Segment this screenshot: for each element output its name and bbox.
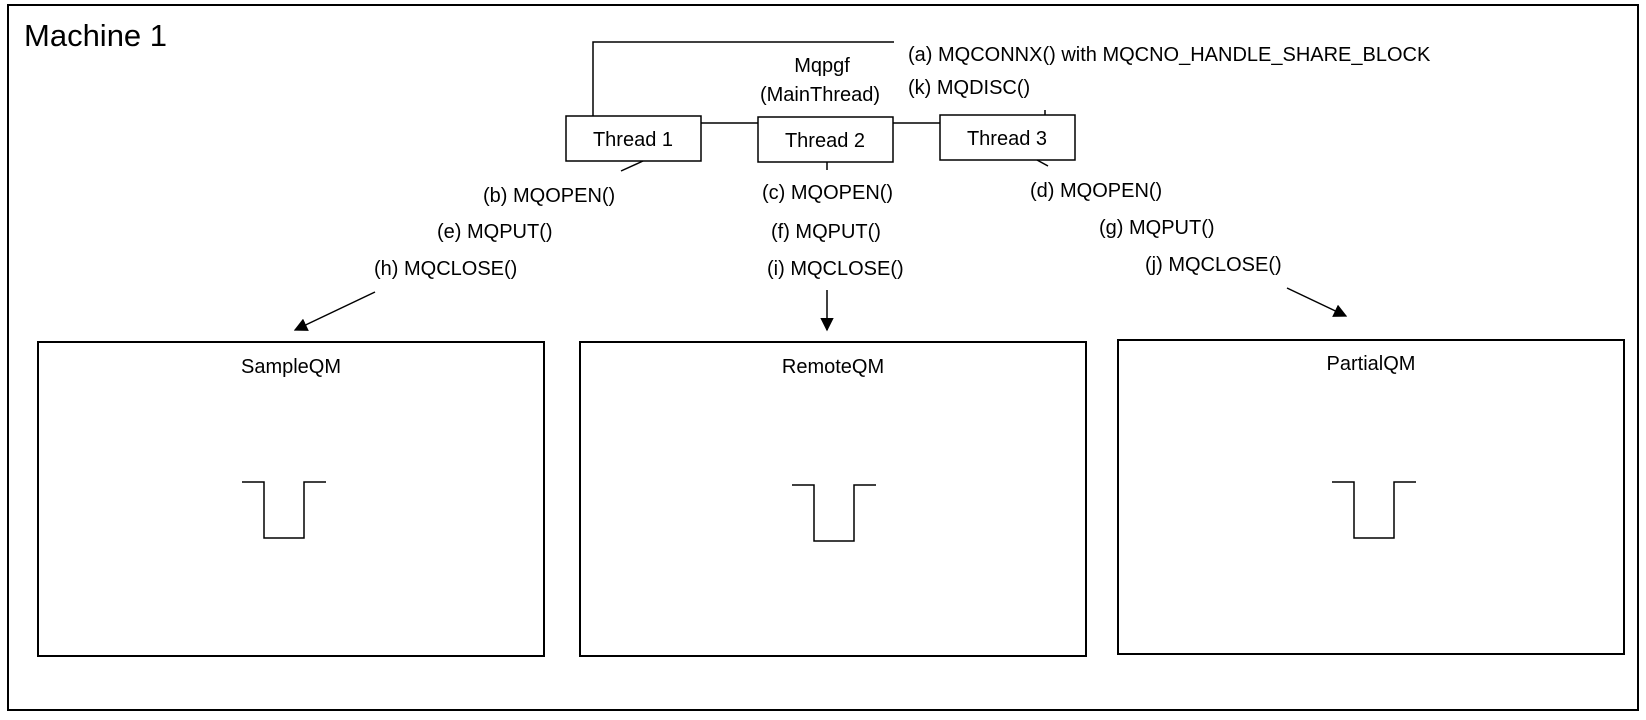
- connect-call-label: (a) MQCONNX() with MQCNO_HANDLE_SHARE_BL…: [908, 44, 1431, 66]
- thread-3-open-call: (d) MQOPEN(): [1030, 180, 1162, 202]
- thread-3-label: Thread 3: [967, 128, 1047, 150]
- queue-manager-partialqm: PartialQM: [1117, 339, 1625, 655]
- thread-2-label: Thread 2: [785, 130, 865, 152]
- disconnect-call-label: (k) MQDISC(): [908, 77, 1030, 99]
- thread-1-put-call: (e) MQPUT(): [437, 221, 553, 243]
- thread-2-put-call: (f) MQPUT(): [771, 221, 881, 243]
- thread-3-box: Thread 3: [939, 114, 1076, 161]
- connect-line: [592, 41, 894, 118]
- thread-1-open-call: (b) MQOPEN(): [483, 185, 615, 207]
- thread-2-box: Thread 2: [757, 116, 894, 163]
- thread-1-close-call: (h) MQCLOSE(): [374, 258, 517, 280]
- queue-manager-sampleqm: SampleQM: [37, 341, 545, 657]
- thread-1-box: Thread 1: [565, 115, 702, 162]
- queue-icon: [792, 484, 876, 542]
- queue-manager-name: SampleQM: [241, 356, 341, 378]
- thread-3-put-call: (g) MQPUT(): [1099, 217, 1215, 239]
- arrow-to-partialqm: [1286, 287, 1348, 317]
- machine-boundary: [7, 4, 1639, 711]
- machine-title: Machine 1: [24, 18, 167, 53]
- thread-3-close-call: (j) MQCLOSE(): [1145, 254, 1282, 276]
- thread-1-label: Thread 1: [593, 129, 673, 151]
- thread-1-tick: [620, 160, 644, 172]
- queue-manager-name: RemoteQM: [782, 356, 884, 378]
- main-thread-name: Mqpgf: [794, 55, 850, 77]
- queue-manager-name: PartialQM: [1327, 353, 1416, 375]
- queue-manager-remoteqm: RemoteQM: [579, 341, 1087, 657]
- queue-icon: [242, 481, 326, 539]
- thread-3-tick: [1036, 159, 1049, 167]
- thread-2-open-call: (c) MQOPEN(): [762, 182, 893, 204]
- main-thread-subtitle: (MainThread): [760, 84, 880, 106]
- queue-icon: [1332, 481, 1416, 539]
- thread-2-close-call: (i) MQCLOSE(): [767, 258, 904, 280]
- arrow-to-sampleqm: [293, 291, 376, 331]
